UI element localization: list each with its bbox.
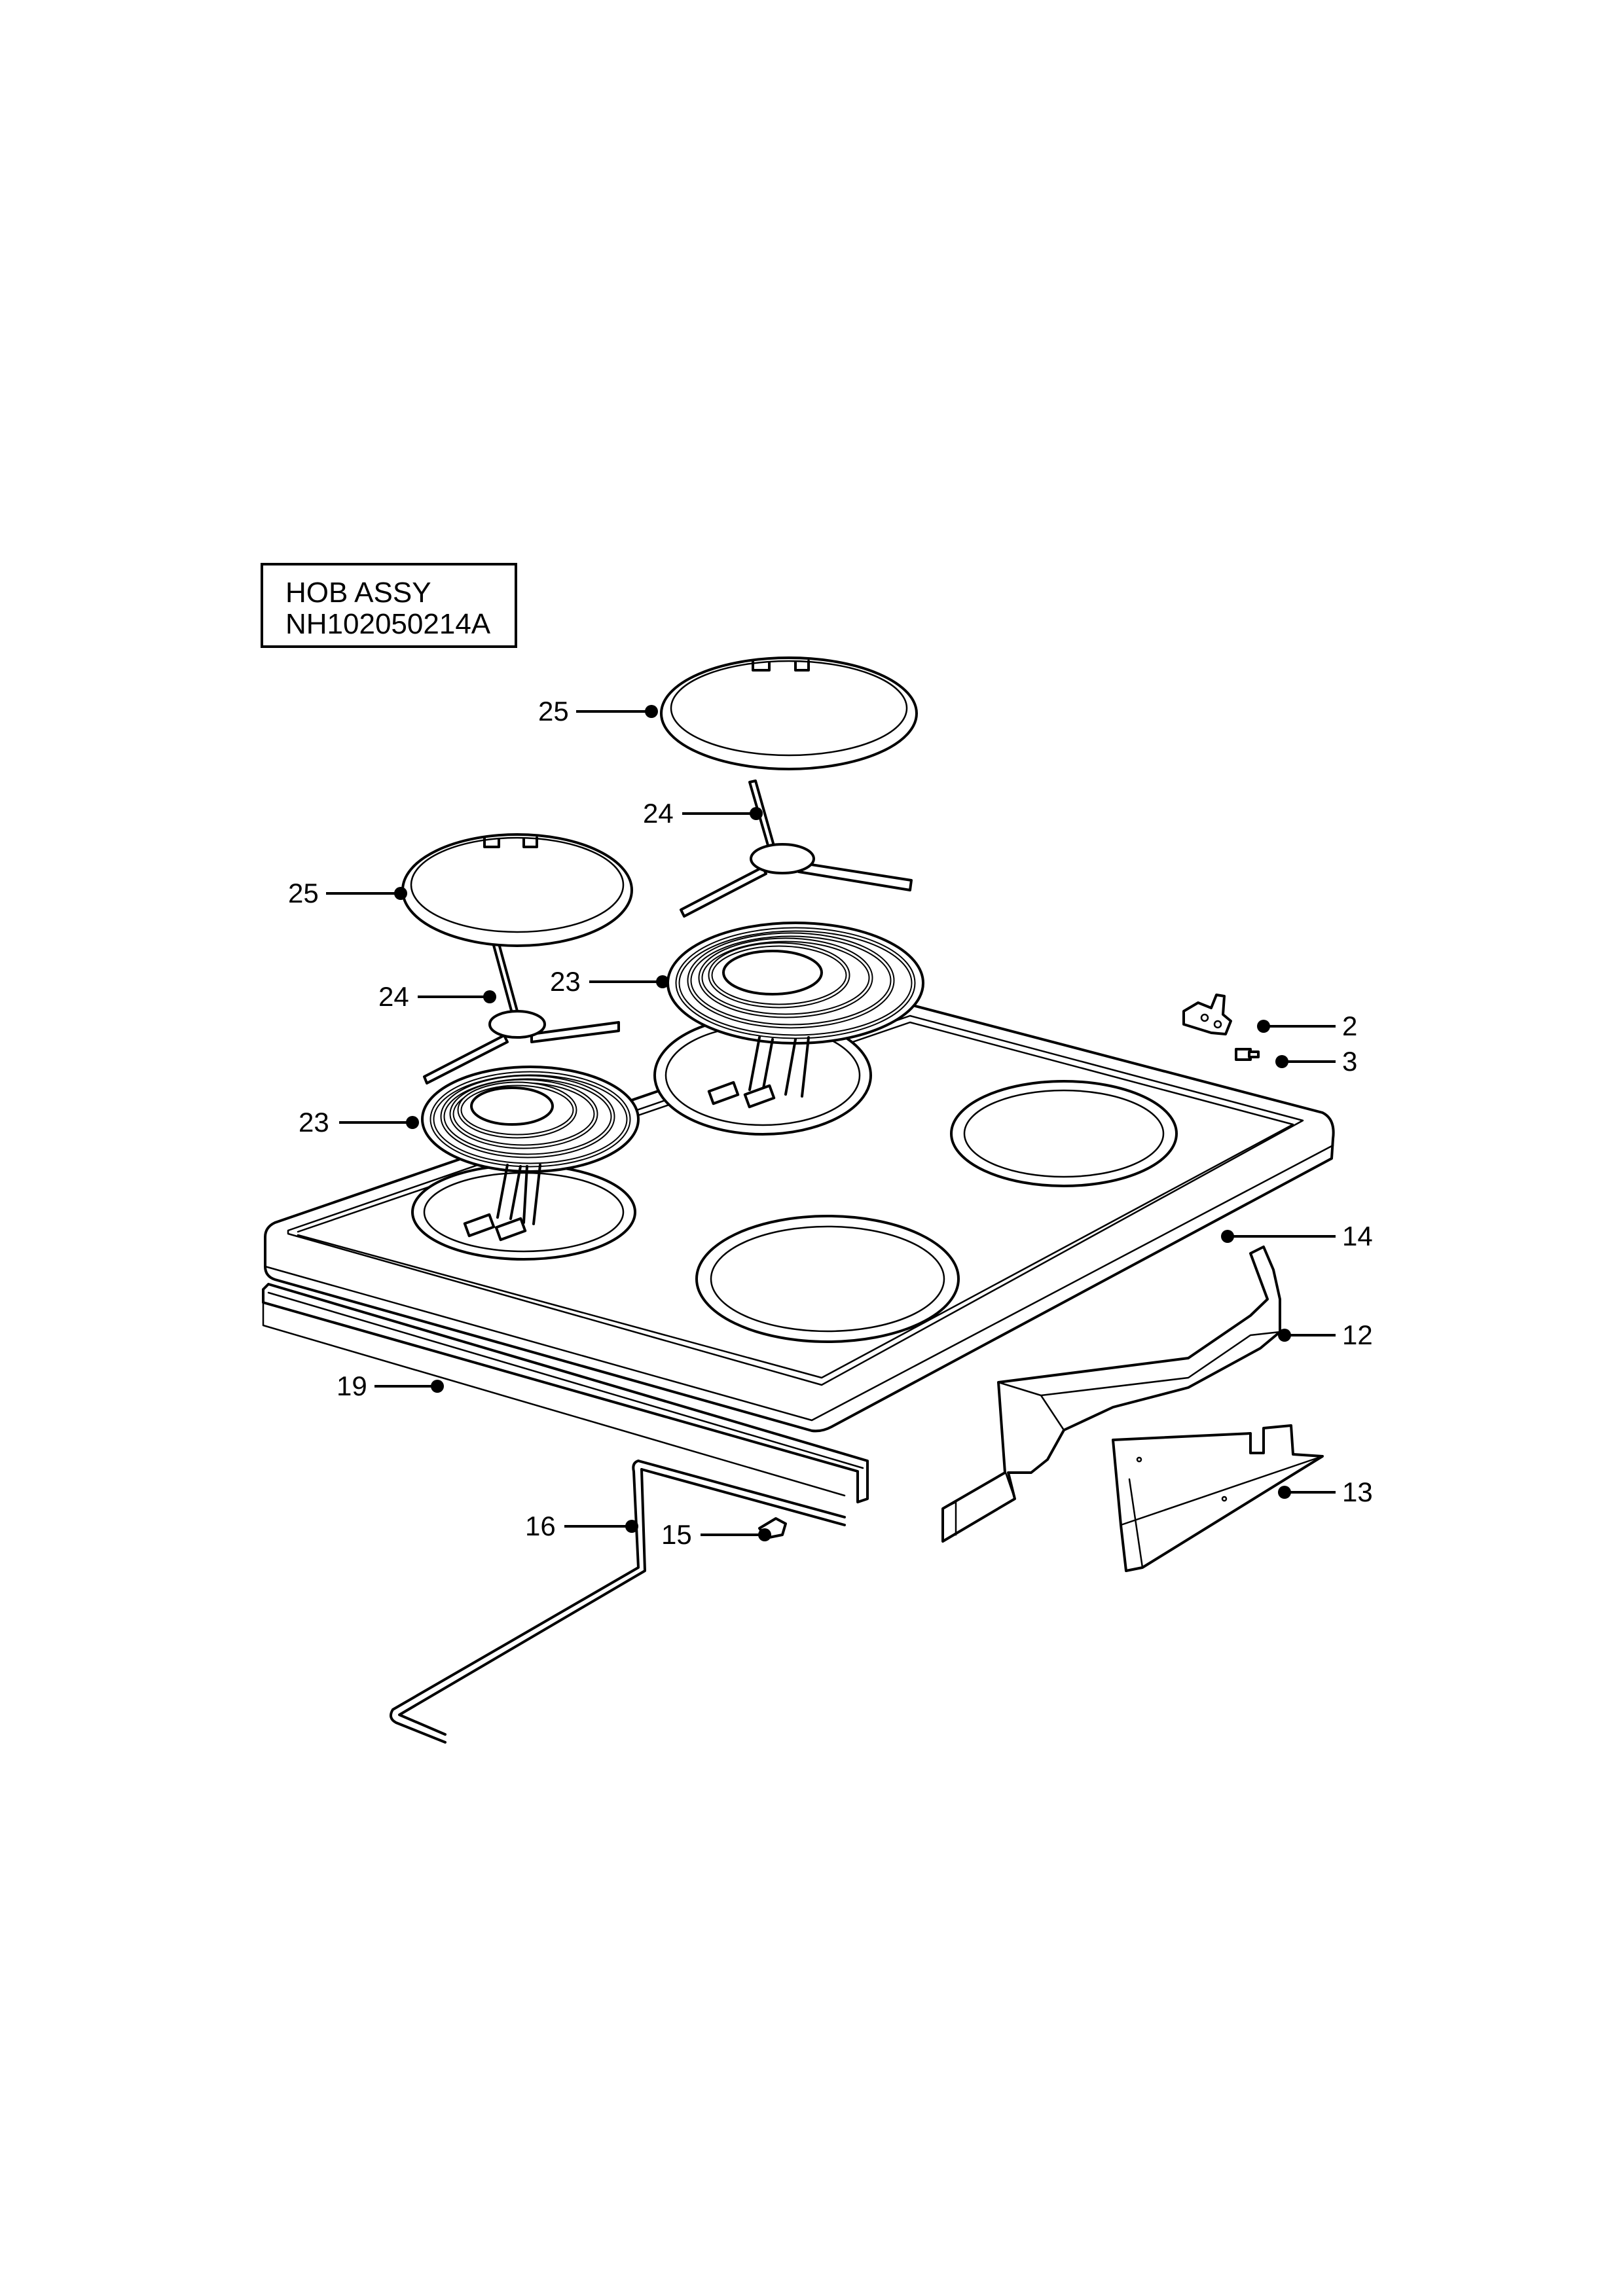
hinge-bracket [1182, 994, 1232, 1035]
callout-leaders [326, 705, 1336, 1541]
side-bracket [941, 1246, 1281, 1543]
drip-pan-left [401, 833, 633, 947]
drip-pan-rear [660, 656, 918, 770]
title-line1: HOB ASSY [285, 577, 431, 609]
callout-25-left: 25 [288, 878, 319, 908]
title-line2: NH102050214A [285, 608, 491, 640]
title-frame [261, 563, 517, 648]
fixing-screw [1235, 1048, 1260, 1061]
element-support-rear [680, 780, 913, 918]
callout-23-left: 23 [299, 1107, 329, 1138]
callout-16: 16 [525, 1511, 556, 1541]
callout-3: 3 [1342, 1046, 1357, 1077]
burner-opening-rear-right [950, 1080, 1178, 1187]
callout-24-left: 24 [378, 981, 409, 1012]
callout-25-rear: 25 [538, 696, 569, 726]
front-trim-strip [262, 1283, 869, 1503]
callout-19: 19 [337, 1371, 367, 1401]
callout-14: 14 [1342, 1221, 1373, 1251]
title-block: HOB ASSY NH102050214A [261, 563, 517, 648]
callout-labels: 25 24 25 23 24 23 2 3 14 12 19 13 16 15 [288, 696, 1373, 1550]
support-rod [389, 1460, 846, 1744]
burner-opening-front-right [695, 1215, 960, 1343]
callout-23-rear: 23 [550, 966, 581, 997]
callout-15: 15 [661, 1519, 692, 1550]
heating-element-rear [666, 922, 924, 1109]
rear-bracket [1112, 1424, 1324, 1572]
callout-24-rear: 24 [643, 798, 674, 829]
callout-13: 13 [1342, 1477, 1373, 1507]
hob-top-plate [264, 1003, 1335, 1433]
callout-12: 12 [1342, 1319, 1373, 1350]
heating-element-left [421, 1066, 640, 1242]
callout-2: 2 [1342, 1011, 1357, 1041]
